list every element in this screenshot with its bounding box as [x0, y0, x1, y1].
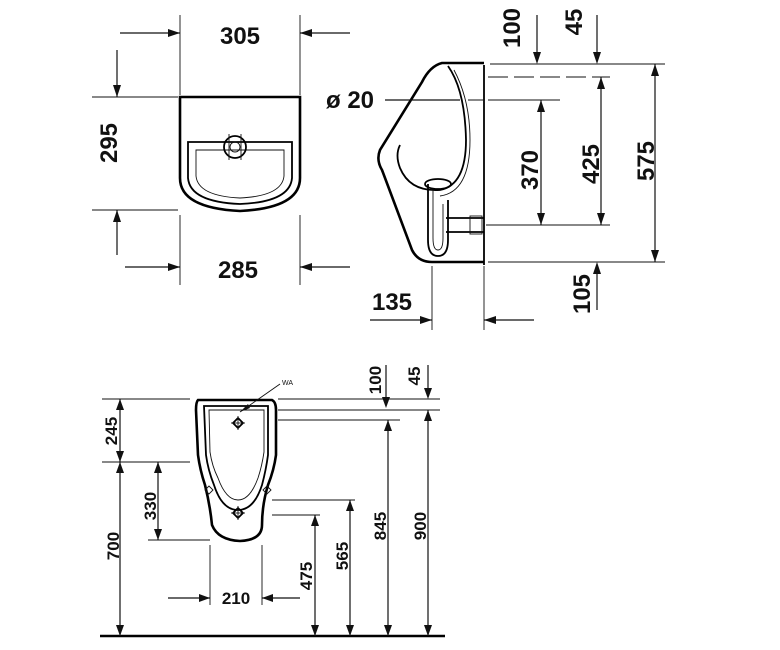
front-view-dim-845: 845 — [371, 512, 390, 540]
side-view-dim-370: 370 — [517, 150, 544, 190]
top-view-width-top-label: 305 — [220, 23, 260, 50]
side-view-dim-575: 575 — [633, 141, 660, 181]
side-view-body — [377, 61, 484, 264]
side-view: ø 20 100 45 370 425 575 105 — [326, 8, 665, 330]
top-view-depth-label: 295 — [96, 123, 123, 163]
front-view-dim-565: 565 — [333, 542, 352, 570]
front-view-dim-100: 100 — [366, 366, 385, 394]
front-view-dim-475: 475 — [297, 562, 316, 590]
side-view-dim-105: 105 — [569, 274, 596, 314]
top-view-drain-outer — [223, 135, 247, 159]
front-view: WA 100 45 245 700 330 — [100, 365, 445, 638]
front-view-dim-900: 900 — [411, 512, 430, 540]
top-view: 305 295 285 — [92, 15, 350, 285]
front-view-dim-330: 330 — [141, 492, 160, 520]
top-view-inner-basin — [195, 149, 285, 199]
front-view-inner-bowl — [203, 405, 269, 511]
top-view-basin — [187, 141, 293, 205]
side-view-dim-135: 135 — [372, 289, 412, 316]
side-view-dim-45: 45 — [561, 9, 588, 36]
side-view-dim-425: 425 — [578, 144, 605, 184]
front-view-body — [194, 398, 278, 543]
front-view-dim-700: 700 — [104, 532, 123, 560]
top-view-outline — [178, 95, 302, 213]
side-view-inner-bowl — [396, 65, 467, 191]
front-view-dim-210: 210 — [222, 589, 250, 608]
front-view-wa-label: WA — [282, 380, 293, 387]
top-view-drain-inner — [229, 141, 241, 153]
front-view-dim-45: 45 — [405, 367, 424, 386]
side-view-pipe-diameter-label: ø 20 — [326, 87, 374, 114]
side-view-dim-100: 100 — [499, 8, 526, 48]
front-view-dim-245: 245 — [102, 417, 121, 445]
side-view-siphon — [427, 184, 449, 257]
top-view-width-bottom-label: 285 — [218, 257, 258, 284]
